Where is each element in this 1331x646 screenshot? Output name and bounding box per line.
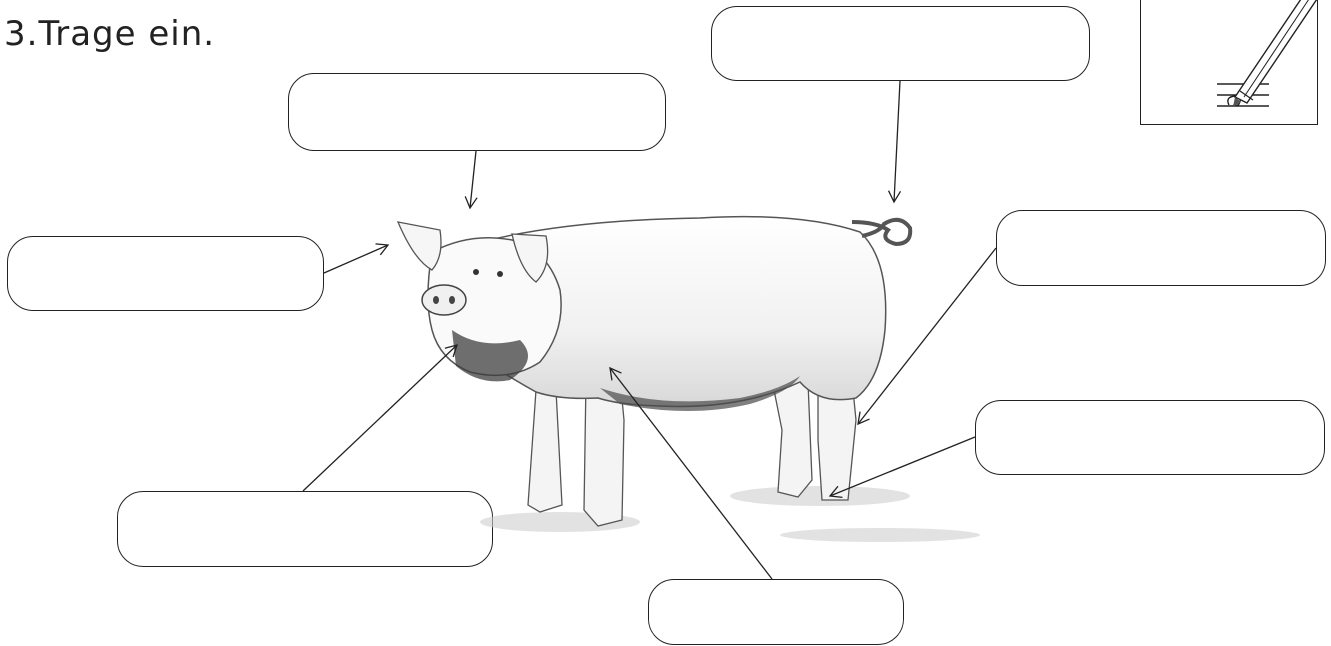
pig-snout	[422, 285, 466, 315]
pig-eye	[473, 269, 479, 275]
pig-ear-left	[398, 222, 441, 270]
